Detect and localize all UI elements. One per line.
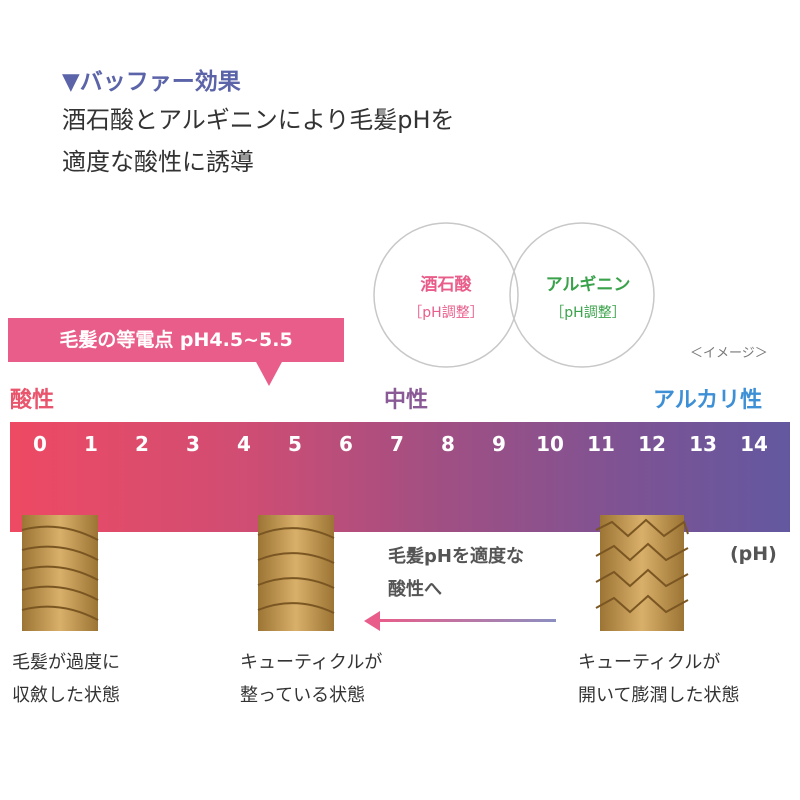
left-arrow-icon (364, 611, 380, 631)
caption-smooth-line-1: キューティクルが (240, 652, 383, 673)
caption-contracted-line-2: 収斂した状態 (12, 685, 120, 706)
acid-label: 酸性 (10, 388, 55, 413)
ph-tick-label: 7 (390, 432, 404, 456)
ph-tick-label: 13 (689, 432, 717, 456)
ph-tick-label: 3 (186, 432, 200, 456)
alkaline-label: アルカリ性 (653, 388, 763, 413)
badge-pointer (255, 360, 283, 386)
guide-text-line-2: 酸性へ (388, 579, 442, 600)
arginine-circle (509, 222, 655, 368)
caption-contracted: 毛髪が過度に 収斂した状態 (12, 646, 120, 712)
tartaric-acid-label: 酒石酸 (420, 275, 472, 295)
ph-tick-label: 0 (33, 432, 47, 456)
caption-contracted-line-1: 毛髪が過度に (12, 652, 120, 673)
ph-tick-label: 4 (237, 432, 251, 456)
guide-text: 毛髪pHを適度な 酸性へ (388, 540, 524, 606)
ph-tick-label: 8 (441, 432, 455, 456)
ph-tick-label: 11 (587, 432, 615, 456)
caption-swollen: キューティクルが 開いて膨潤した状態 (578, 646, 739, 712)
neutral-label: 中性 (384, 388, 429, 413)
description-line-1: 酒石酸とアルギニンにより毛髪pHを (62, 106, 455, 134)
tartaric-acid-circle (373, 222, 519, 368)
image-note: ＜イメージ＞ (690, 346, 768, 361)
ph-tick-label: 6 (339, 432, 353, 456)
arrow-line (378, 619, 556, 622)
ph-unit: (pH) (730, 543, 777, 565)
caption-swollen-line-2: 開いて膨潤した状態 (578, 685, 740, 706)
guide-text-line-1: 毛髪pHを適度な (388, 546, 524, 567)
caption-swollen-line-1: キューティクルが (578, 652, 721, 673)
ph-tick-label: 14 (740, 432, 768, 456)
ph-tick-label: 1 (84, 432, 98, 456)
ph-tick-label: 10 (536, 432, 564, 456)
ph-tick-label: 5 (288, 432, 302, 456)
arginine-sub: ［pH調整］ (550, 305, 626, 321)
ph-scale-bar (10, 422, 790, 532)
ph-tick-label: 12 (638, 432, 666, 456)
arginine-label: アルギニン (545, 275, 631, 295)
caption-smooth: キューティクルが 整っている状態 (240, 646, 382, 712)
ph-tick-label: 9 (492, 432, 506, 456)
section-heading: ▼バッファー効果 (62, 69, 241, 95)
ph-tick-label: 2 (135, 432, 149, 456)
description-line-2: 適度な酸性に誘導 (62, 148, 254, 176)
caption-smooth-line-2: 整っている状態 (240, 685, 366, 706)
tartaric-acid-sub: ［pH調整］ (408, 305, 484, 321)
isoelectric-point-badge: 毛髪の等電点 pH4.5~5.5 (8, 318, 344, 362)
